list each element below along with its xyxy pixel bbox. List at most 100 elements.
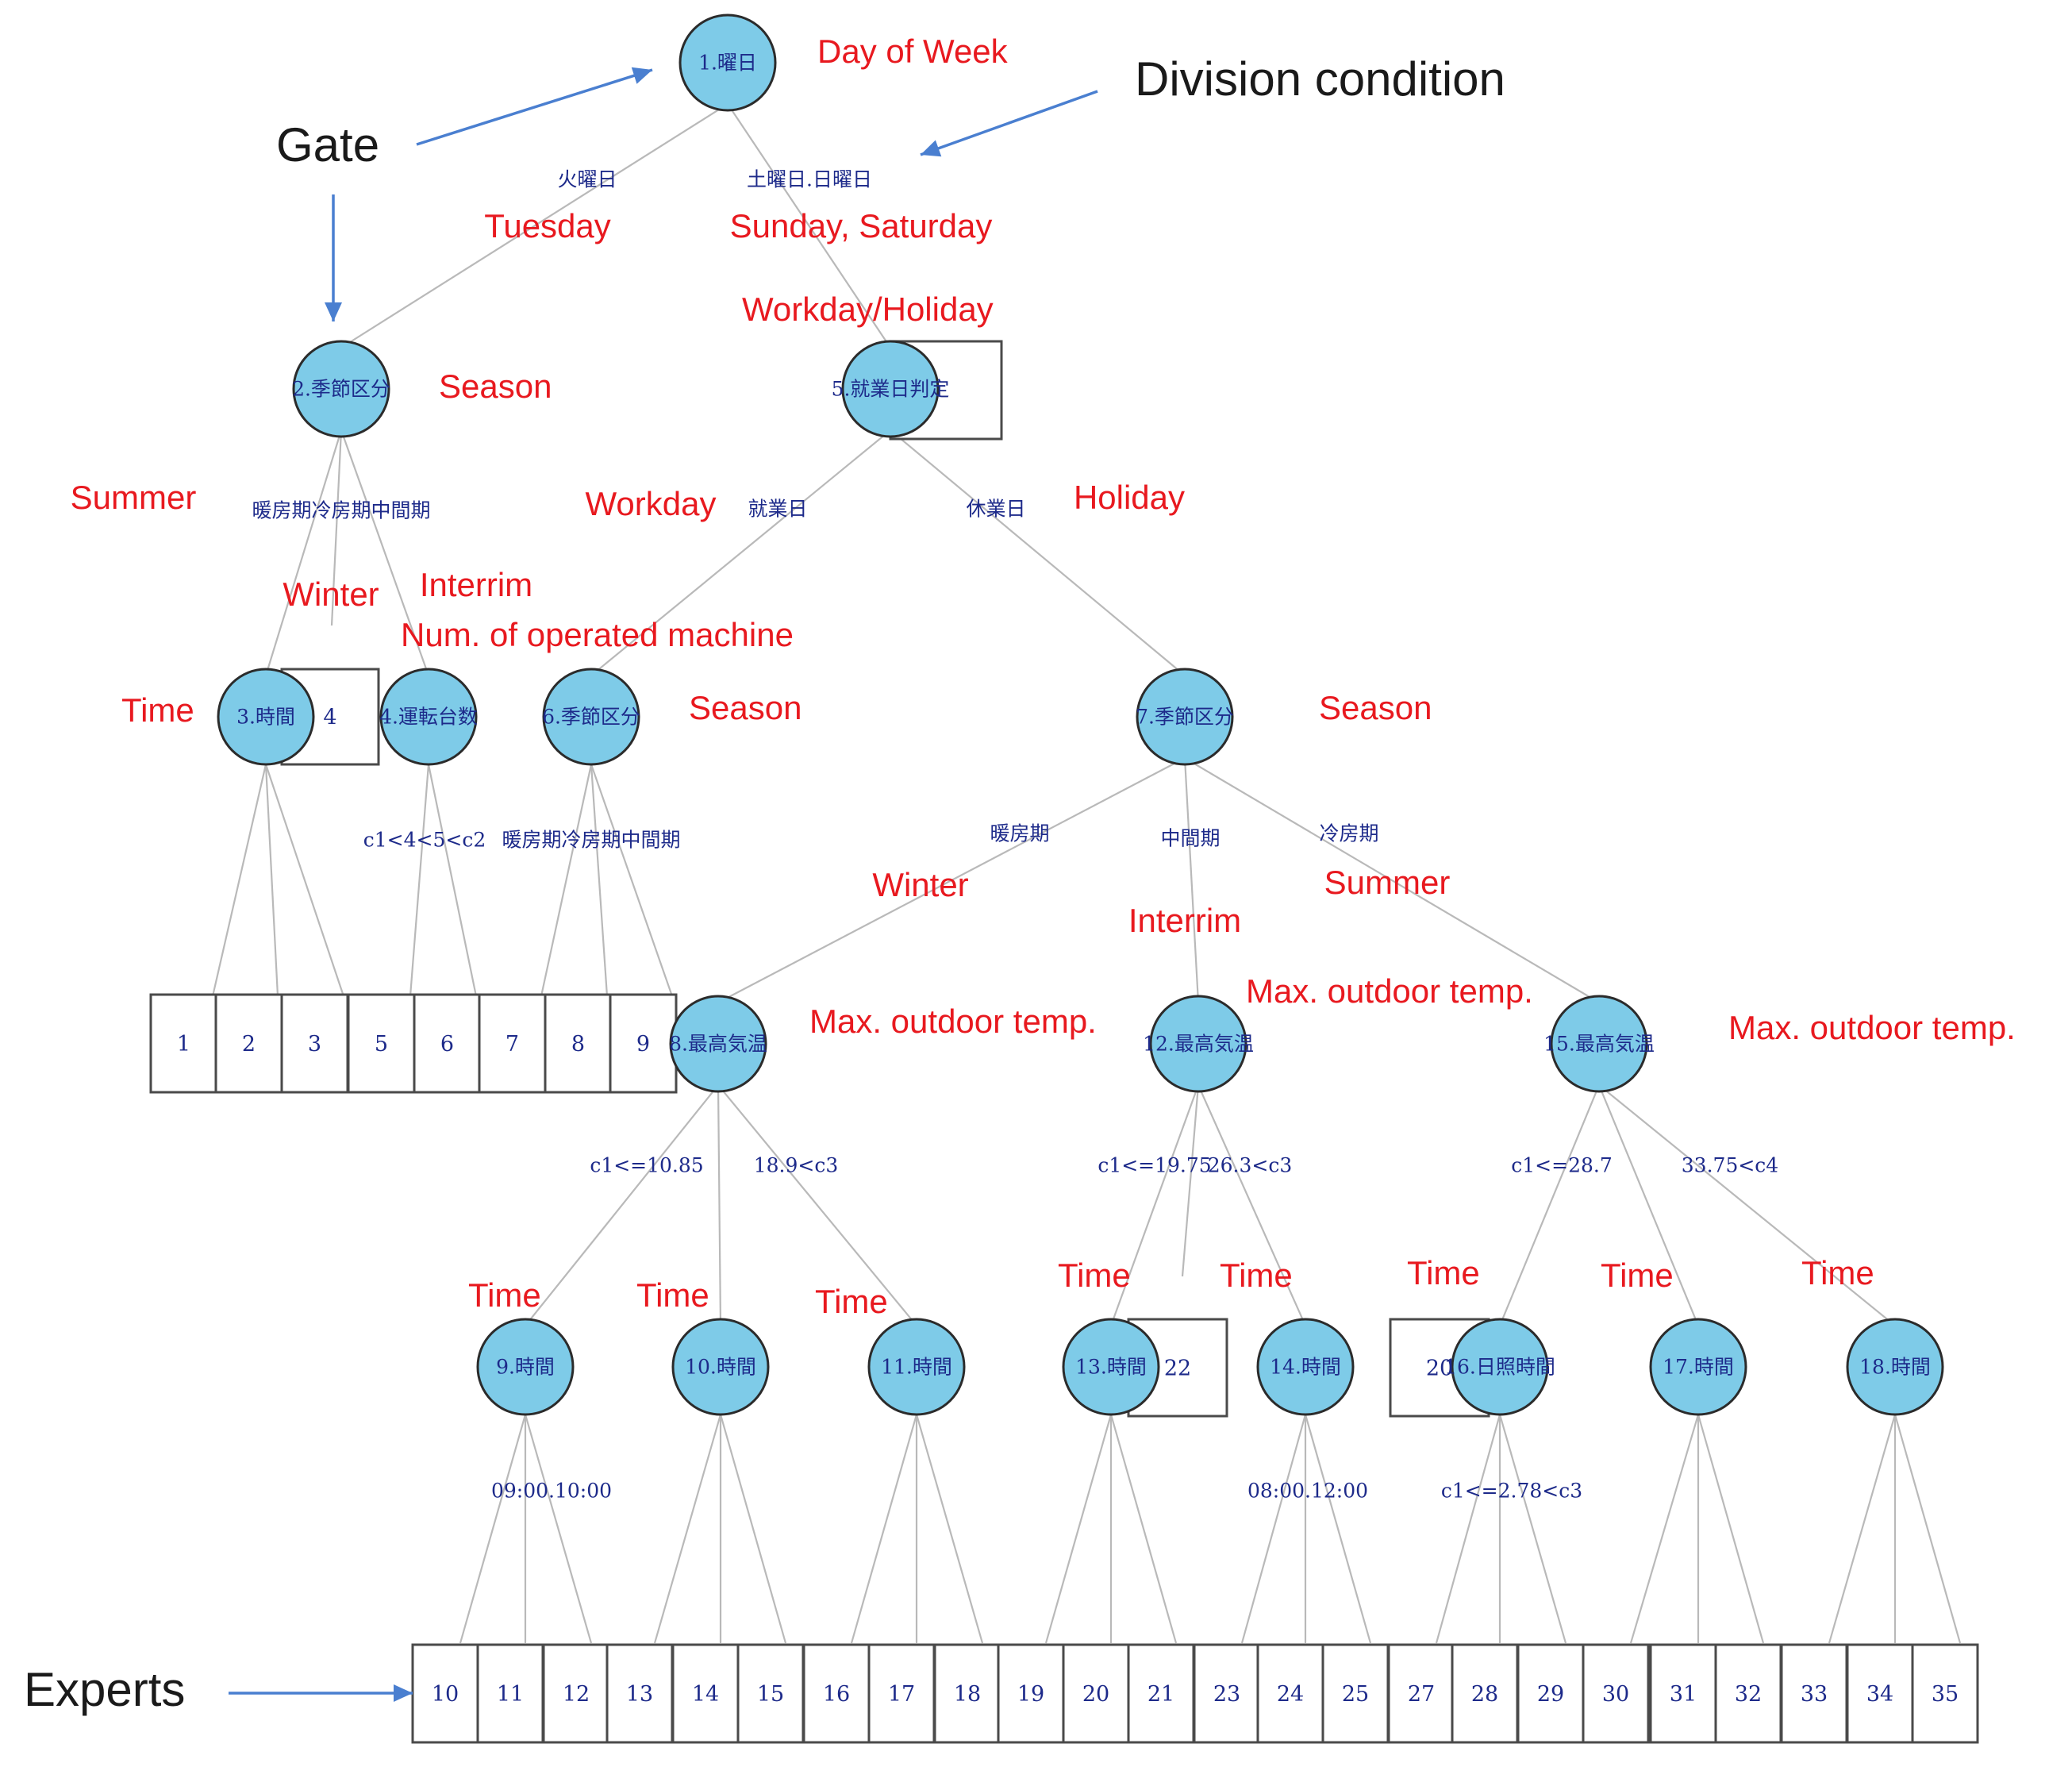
gate-n3 (217, 668, 315, 766)
edge-expert-2-6 (850, 1414, 918, 1644)
edge-n7-7 (717, 757, 1186, 1003)
edge-expert-3-9 (1044, 1414, 1113, 1644)
gate-label-n8: 8.最高気温 (669, 1033, 767, 1056)
edge-mid-2-7 (590, 764, 674, 997)
gate-label-n18: 18.時間 (1859, 1356, 1931, 1379)
gate-label-n13: 13.時間 (1075, 1356, 1147, 1379)
expert-box-32-label: 32 (1735, 1682, 1762, 1707)
edge-mid-0-1 (264, 764, 279, 997)
edge-expert-5-17 (1498, 1414, 1567, 1644)
gate-n4 (379, 668, 478, 766)
gate-n15 (1550, 995, 1648, 1093)
edge-n1-1 (727, 103, 891, 348)
leaf-box-7 (478, 993, 547, 1094)
arrow-gate-down-head (325, 302, 342, 321)
condition-c2: 土曜日.日曜日 (747, 168, 872, 191)
box-layer (149, 340, 1979, 1744)
condition-english-c3: Summer (71, 479, 197, 516)
english-label-n3: Time (121, 691, 194, 729)
expert-box-27-label: 27 (1408, 1682, 1435, 1707)
expert-box-20 (1062, 1643, 1130, 1744)
condition-english-c10: Summer (1324, 864, 1451, 901)
expert-box-31-label: 31 (1670, 1682, 1697, 1707)
gate-label-n3: 3.時間 (236, 706, 295, 729)
edge-expert-6-20 (1697, 1414, 1765, 1644)
gate-label-n7: 7.季節区分 (1136, 706, 1234, 729)
expert-box-32 (1714, 1643, 1782, 1744)
leaf-box-8-label: 8 (571, 1032, 585, 1057)
english-label-n9: Time (468, 1276, 541, 1314)
expert-box-19 (997, 1643, 1065, 1744)
condition-c18: 08:00.12:00 (1247, 1480, 1368, 1503)
edge-expert-7-23 (1893, 1414, 1962, 1644)
expert-box-21-label: 21 (1147, 1682, 1174, 1707)
condition-c1: 火曜日 (557, 168, 617, 191)
english-label-n17: Time (1601, 1257, 1674, 1294)
leaf-box-2-label: 2 (242, 1032, 256, 1057)
gate-label-n16: 16.日照時間 (1444, 1356, 1555, 1379)
expert-box-23-label: 23 (1213, 1682, 1240, 1707)
gate-n10 (671, 1318, 770, 1416)
expert-box-10 (411, 1643, 479, 1744)
condition-c4: 就業日 (748, 498, 807, 521)
gate-label-n4: 4.運転台数 (379, 706, 478, 729)
gate-n2 (292, 340, 390, 438)
expert-box-11-label: 11 (497, 1682, 524, 1707)
edge-expert-2-8 (915, 1414, 984, 1644)
english-label-n8: Max. outdoor temp. (809, 1003, 1097, 1040)
leaf-box-22-label: 22 (1164, 1357, 1191, 1381)
condition-c10: 冷房期 (1319, 822, 1378, 845)
leaf-box-5 (347, 993, 416, 1094)
condition-c14: 26.3<c3 (1208, 1154, 1293, 1177)
expert-box-14-label: 14 (692, 1682, 719, 1707)
expert-box-35 (1911, 1643, 1979, 1744)
condition-english-c3i: Interrim (420, 566, 532, 603)
gate-label-n14: 14.時間 (1270, 1356, 1341, 1379)
english-label-n1: Day of Week (817, 33, 1009, 70)
expert-box-17-label: 17 (888, 1682, 915, 1707)
condition-c12: 18.9<c3 (754, 1154, 839, 1177)
gate-n17 (1649, 1318, 1747, 1416)
expert-box-25-label: 25 (1342, 1682, 1369, 1707)
gate-label-n11: 11.時間 (881, 1356, 952, 1379)
expert-box-34-label: 34 (1866, 1682, 1893, 1707)
edge-expert-7-21 (1828, 1414, 1897, 1644)
english-label-n11: Time (815, 1283, 888, 1320)
annotation-experts: Experts (24, 1663, 185, 1716)
edge-expert-4-14 (1304, 1414, 1372, 1644)
expert-box-29 (1517, 1643, 1585, 1744)
edge-expert-1-3 (653, 1414, 722, 1644)
english-label-n2: Season (439, 368, 552, 405)
gate-n12 (1149, 995, 1247, 1093)
expert-box-11 (476, 1643, 544, 1744)
edge-expert-6-18 (1629, 1414, 1700, 1644)
arrow-division-condition-head (921, 140, 942, 157)
expert-box-35-label: 35 (1932, 1682, 1959, 1707)
edge-mid-2-5 (540, 764, 593, 997)
gate-n9 (476, 1318, 575, 1416)
english-label-n15: Max. outdoor temp. (1728, 1009, 2016, 1046)
edge-n15-17 (1597, 1084, 1700, 1326)
expert-box-16-label: 16 (823, 1682, 850, 1707)
condition-c15: c1<=28.7 (1511, 1154, 1612, 1177)
leaf-box-1 (149, 993, 218, 1094)
expert-box-18-label: 18 (954, 1682, 981, 1707)
leaf-box-4-label: 4 (323, 706, 336, 730)
gate-label-n6: 6.季節区分 (542, 706, 640, 729)
gate-label-n5: 5.就業日判定 (832, 378, 950, 401)
condition-english-c5: Holiday (1074, 479, 1185, 516)
expert-box-27 (1387, 1643, 1455, 1744)
expert-box-23 (1193, 1643, 1261, 1744)
condition-english-c1: Tuesday (484, 207, 611, 244)
gate-n14 (1256, 1318, 1355, 1416)
english-label-n6: Season (689, 689, 802, 726)
edge-n15-16 (1498, 1084, 1601, 1326)
annotation-gate: Gate (276, 118, 379, 171)
expert-box-19-label: 19 (1017, 1682, 1044, 1707)
edge-n12-14 (1181, 1084, 1200, 1277)
arrow-gate-to-root-head (631, 67, 652, 84)
condition-c3: 暖房期冷房期中間期 (252, 499, 430, 522)
condition-c7: 暖房期冷房期中間期 (502, 829, 680, 852)
expert-box-16 (802, 1643, 871, 1744)
edge-mid-1-4 (427, 764, 478, 997)
